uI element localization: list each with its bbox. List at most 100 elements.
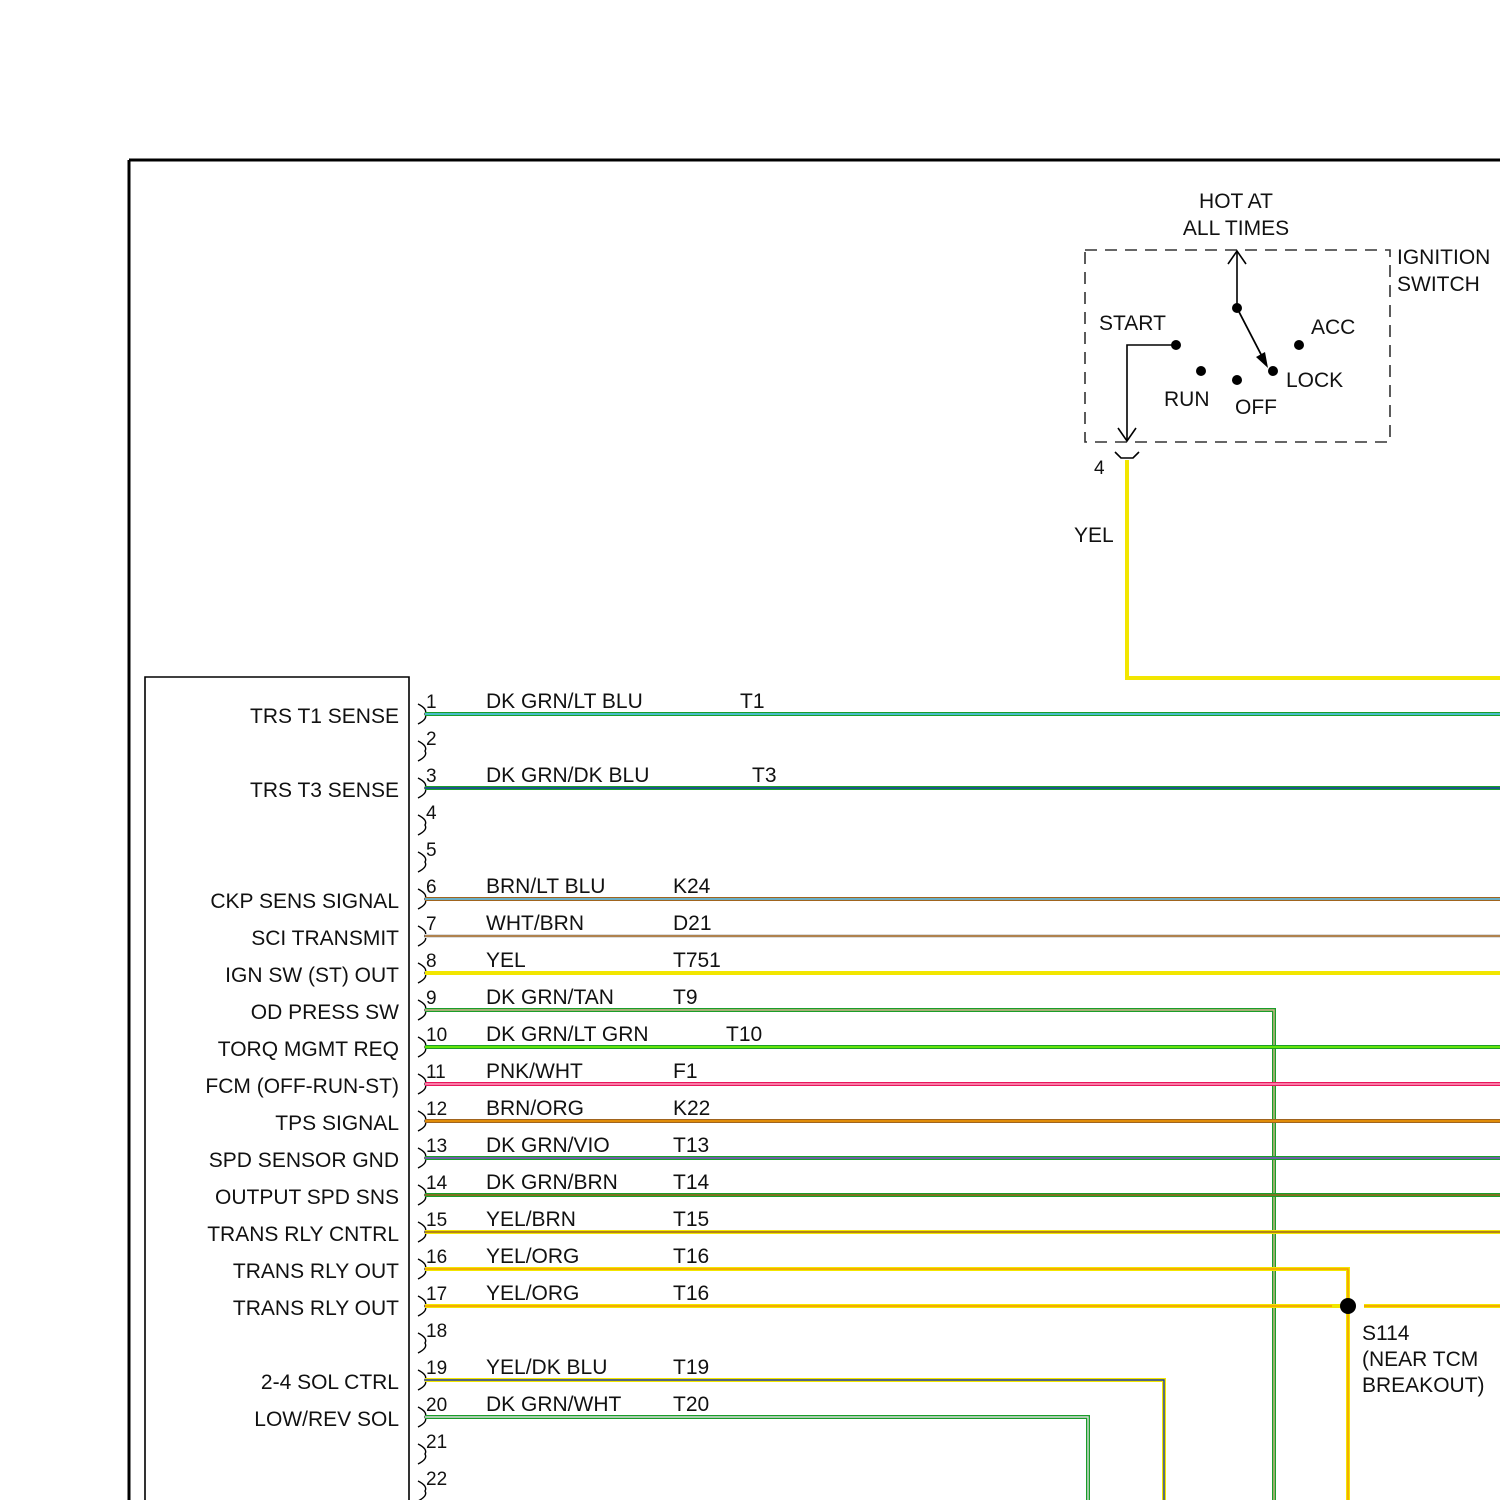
circuit-id-label: T19 <box>673 1356 709 1379</box>
pin-function-label: TRS T3 SENSE <box>250 779 399 802</box>
ignition-output-wire-color: YEL <box>1074 524 1114 547</box>
splice-location-label: (NEAR TCM <box>1362 1348 1478 1371</box>
pin-row-2: 2 <box>418 729 437 761</box>
circuit-id-label: T3 <box>752 764 777 787</box>
pin-function-label: TPS SIGNAL <box>275 1112 399 1135</box>
splice-node <box>1340 1298 1356 1314</box>
wire-color-label: BRN/ORG <box>486 1097 584 1120</box>
pin-row-14: 14OUTPUT SPD SNSDK GRN/BRNT14 <box>215 1171 1500 1209</box>
pin-function-label: SCI TRANSMIT <box>251 927 399 950</box>
connector-bracket-icon <box>418 1407 426 1427</box>
wire-color-label: DK GRN/TAN <box>486 986 614 1009</box>
ignition-switch-title-line2: SWITCH <box>1397 273 1480 296</box>
wire-color-label: YEL/BRN <box>486 1208 576 1231</box>
hot-at-all-times-label-line2: ALL TIMES <box>1183 217 1289 240</box>
ignition-output-wire <box>1127 460 1500 678</box>
pin-number: 20 <box>426 1395 447 1416</box>
connector-bracket-icon <box>418 1185 426 1205</box>
wire-base <box>425 1417 1088 1500</box>
circuit-id-label: T751 <box>673 949 721 972</box>
pin-function-label: TRANS RLY OUT <box>233 1260 399 1283</box>
pin-function-label: TORQ MGMT REQ <box>218 1038 399 1061</box>
pin-row-10: 10TORQ MGMT REQDK GRN/LT GRNT10 <box>218 1023 1500 1061</box>
pin-number: 19 <box>426 1358 447 1379</box>
connector-bracket-icon <box>418 1111 426 1131</box>
position-lock-label: LOCK <box>1286 369 1343 392</box>
pin-function-label: OUTPUT SPD SNS <box>215 1186 399 1209</box>
splice-id-label: S114 <box>1362 1322 1410 1345</box>
pin-row-18: 18 <box>418 1321 447 1353</box>
ignition-switch: HOT AT ALL TIMES IGNITION SWITCH START A… <box>1074 190 1500 678</box>
splice-s114: S114 (NEAR TCM BREAKOUT) <box>1340 1298 1485 1397</box>
pin-function-label: TRS T1 SENSE <box>250 705 399 728</box>
pin-row-13: 13SPD SENSOR GND DK GRN/VIO T13 <box>209 1134 1500 1172</box>
wire-color-label: WHT/BRN <box>486 912 584 935</box>
circuit-id-label: T16 <box>673 1282 709 1305</box>
pin-function-label: CKP SENS SIGNAL <box>210 890 399 913</box>
wire-color-label: BRN/LT BLU <box>486 875 605 898</box>
wire-color-label: DK GRN/DK BLU <box>486 764 649 787</box>
pin-number: 9 <box>426 988 437 1009</box>
pin-function-label: LOW/REV SOL <box>254 1408 399 1431</box>
pin-row-16: 16TRANS RLY OUTYEL/ORGT16 <box>233 1245 1348 1500</box>
pin-row-8: 8IGN SW (ST) OUTYELT751 <box>225 949 1500 987</box>
pin-number: 18 <box>426 1321 447 1342</box>
ignition-switch-title: IGNITION <box>1397 246 1490 269</box>
wire-color-label: DK GRN/LT GRN <box>486 1023 649 1046</box>
connector-bracket-icon <box>418 889 426 909</box>
contact-off <box>1232 375 1242 385</box>
circuit-id-label: F1 <box>673 1060 698 1083</box>
connector-pin-4-symbol <box>1115 452 1139 458</box>
connector-bracket-icon <box>418 1333 426 1353</box>
wire-color-label: DK GRN/LT BLU <box>486 690 643 713</box>
pin-row-11: 11FCM (OFF-RUN-ST)PNK/WHTF1 <box>205 1060 1500 1098</box>
pin-number: 21 <box>426 1432 447 1453</box>
pin-function-label: 2-4 SOL CTRL <box>261 1371 399 1394</box>
pin-row-21: 21 <box>418 1432 447 1464</box>
pin-function-label: SPD SENSOR GND <box>209 1149 399 1172</box>
wire-color-label: DK GRN/VIO <box>486 1134 610 1157</box>
connector-bracket-icon <box>418 741 426 761</box>
circuit-id-label: T16 <box>673 1245 709 1268</box>
pin-number: 8 <box>426 951 437 972</box>
pin-number: 1 <box>426 692 437 713</box>
circuit-id-label: K22 <box>673 1097 710 1120</box>
position-off-label: OFF <box>1235 396 1277 419</box>
ignition-output-pin-label: 4 <box>1094 458 1105 479</box>
pin-number: 6 <box>426 877 437 898</box>
pin-number: 5 <box>426 840 437 861</box>
wire-color-label: DK GRN/BRN <box>486 1171 618 1194</box>
pin-number: 13 <box>426 1136 447 1157</box>
circuit-id-label: D21 <box>673 912 712 935</box>
contact-lock <box>1268 366 1278 376</box>
wire-color-label: YEL/ORG <box>486 1282 579 1305</box>
connector-bracket-icon <box>418 926 426 946</box>
wire-color-label: DK GRN/WHT <box>486 1393 621 1416</box>
connector-bracket-icon <box>418 1148 426 1168</box>
connector-bracket-icon <box>418 778 426 798</box>
pin-row-12: 12TPS SIGNALBRN/ORGK22 <box>275 1097 1500 1135</box>
connector-bracket-icon <box>418 963 426 983</box>
connector-bracket-icon <box>418 704 426 724</box>
wire-color-label: PNK/WHT <box>486 1060 583 1083</box>
circuit-id-label: T14 <box>673 1171 710 1194</box>
pin-function-label: TRANS RLY OUT <box>233 1297 399 1320</box>
pin-number: 4 <box>426 803 437 824</box>
contact-acc <box>1294 340 1304 350</box>
pin-function-label: TRANS RLY CNTRL <box>207 1223 399 1246</box>
connector-bracket-icon <box>418 1074 426 1094</box>
pin-row-22: 22 <box>418 1469 447 1500</box>
circuit-id-label: T20 <box>673 1393 709 1416</box>
splice-location-label-line2: BREAKOUT) <box>1362 1374 1485 1397</box>
pin-row-4: 4 <box>418 803 437 835</box>
pin-number: 22 <box>426 1469 447 1490</box>
position-acc-label: ACC <box>1311 316 1355 339</box>
circuit-id-label: K24 <box>673 875 711 898</box>
connector-bracket-icon <box>418 1296 426 1316</box>
position-start-label: START <box>1099 312 1166 335</box>
pin-row-17: 17TRANS RLY OUTYEL/ORGT16 <box>233 1282 1500 1320</box>
circuit-id-label: T13 <box>673 1134 709 1157</box>
pin-function-label: OD PRESS SW <box>251 1001 399 1024</box>
